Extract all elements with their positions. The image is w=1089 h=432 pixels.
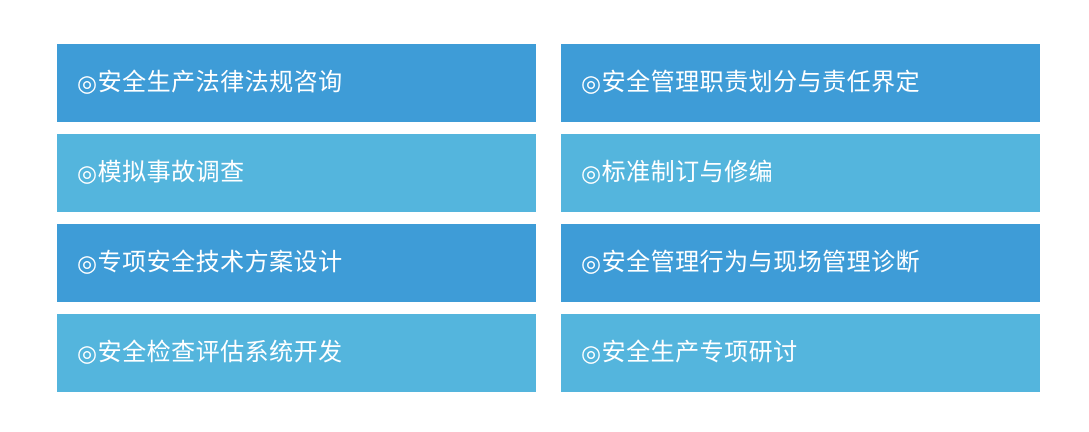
- service-card-label: 专项安全技术方案设计: [97, 249, 343, 276]
- service-card-label: 安全生产专项研讨: [601, 339, 798, 366]
- service-card-legal-consult[interactable]: ◎ 安全生产法律法规咨询: [57, 44, 536, 122]
- service-card-label: 安全检查评估系统开发: [97, 339, 343, 366]
- service-card-special-tech-design[interactable]: ◎ 专项安全技术方案设计: [57, 224, 536, 302]
- circle-bullet-icon: ◎: [77, 69, 98, 96]
- service-card-behavior-diagnosis[interactable]: ◎ 安全管理行为与现场管理诊断: [561, 224, 1040, 302]
- service-card-duty-division[interactable]: ◎ 安全管理职责划分与责任界定: [561, 44, 1040, 122]
- service-card-accident-simulation[interactable]: ◎ 模拟事故调查: [57, 134, 536, 212]
- circle-bullet-icon: ◎: [77, 339, 98, 366]
- service-card-label: 标准制订与修编: [601, 159, 774, 186]
- service-grid: ◎ 安全生产法律法规咨询 ◎ 安全管理职责划分与责任界定 ◎ 模拟事故调查 ◎ …: [57, 44, 1040, 392]
- circle-bullet-icon: ◎: [77, 159, 98, 186]
- circle-bullet-icon: ◎: [77, 249, 98, 276]
- service-card-label: 安全生产法律法规咨询: [97, 69, 343, 96]
- circle-bullet-icon: ◎: [581, 159, 602, 186]
- service-card-label: 安全管理职责划分与责任界定: [601, 69, 921, 96]
- service-card-label: 模拟事故调查: [97, 159, 245, 186]
- circle-bullet-icon: ◎: [581, 339, 602, 366]
- service-card-label: 安全管理行为与现场管理诊断: [601, 249, 921, 276]
- circle-bullet-icon: ◎: [581, 249, 602, 276]
- service-card-production-seminar[interactable]: ◎ 安全生产专项研讨: [561, 314, 1040, 392]
- circle-bullet-icon: ◎: [581, 69, 602, 96]
- service-card-inspection-system[interactable]: ◎ 安全检查评估系统开发: [57, 314, 536, 392]
- service-card-standard-drafting[interactable]: ◎ 标准制订与修编: [561, 134, 1040, 212]
